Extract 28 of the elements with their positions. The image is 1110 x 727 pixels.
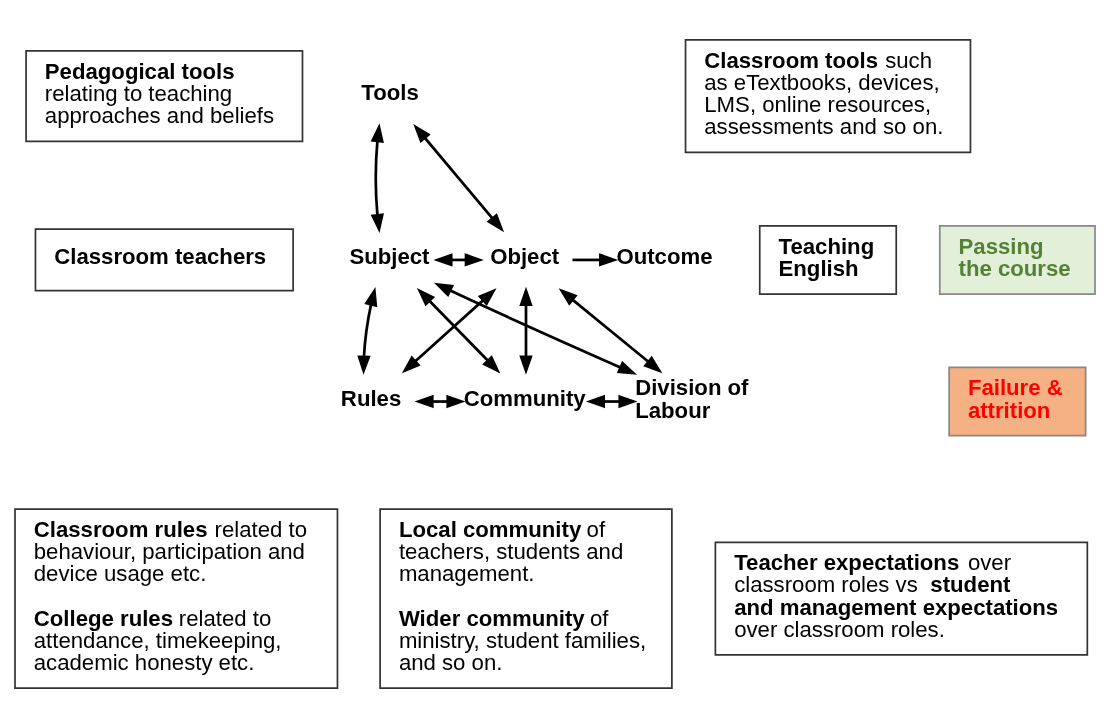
node-box: Classroom rules related to behaviour, participation and device usage etc. College rules related to attendance, timekeeping, academic honesty etc. — [14, 507, 339, 689]
arrow — [357, 286, 378, 375]
arrow — [433, 252, 484, 267]
arrow — [585, 394, 638, 408]
arrow — [519, 286, 533, 375]
node-text: Outcome — [616, 243, 713, 269]
node-text: Subject — [349, 243, 430, 269]
node-box: Pedagogical tools relating to teaching approaches and beliefs — [25, 49, 304, 142]
node-box: Teacher expectations over classroom roles vs student and management expectations over classroom roles. — [714, 540, 1089, 656]
arrow — [413, 123, 505, 232]
node-box: Passing the course — [938, 224, 1096, 295]
node-box: Teaching English — [758, 224, 898, 295]
node-text: Division of Labour — [635, 374, 749, 423]
node-box: Failure & attrition — [948, 366, 1087, 436]
node-box: Classroom teachers — [34, 227, 294, 291]
node-text: Tools — [361, 79, 419, 105]
arrow — [370, 122, 384, 233]
arrow — [401, 287, 497, 373]
node-box: Local community of teachers, students and management. Wider community of ministry, student families, and so on. — [379, 507, 673, 689]
arrow — [558, 287, 663, 373]
arrow — [416, 287, 501, 374]
arrow — [433, 282, 637, 375]
arrow — [414, 394, 466, 408]
node-text: Rules — [340, 385, 402, 411]
node-box: Classroom tools such as eTextbooks, devices, LMS, online resources, assessments and so on. — [684, 38, 972, 153]
node-text: Object — [490, 243, 560, 269]
arrow — [572, 252, 619, 267]
node-text: Community — [463, 385, 586, 411]
